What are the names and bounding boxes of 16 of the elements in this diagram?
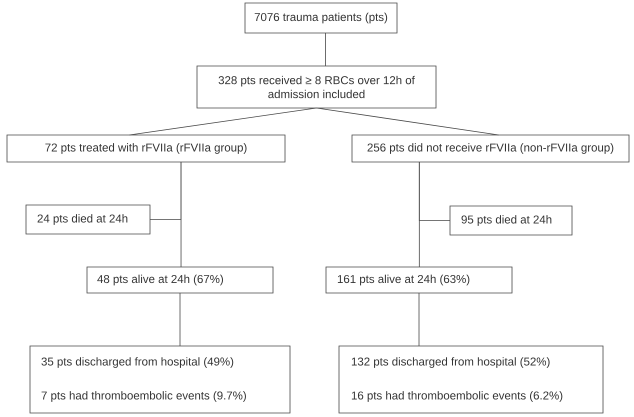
- connector-line: [418, 162, 420, 268]
- outcome-box: 132 pts discharged from hospital (52%) 16 pts had thromboembolic events (6.2%): [338, 346, 604, 414]
- process-box: 24 pts died at 24h: [26, 204, 150, 234]
- process-box: 48 pts alive at 24h (67%): [86, 266, 274, 294]
- process-box: 72 pts treated with rFVIIa (rFVIIa group): [6, 134, 286, 162]
- process-box: 328 pts received ≥ 8 RBCs over 12h of admission included: [196, 66, 436, 108]
- connector-line: [325, 32, 326, 66]
- process-box: 7076 trauma patients (pts): [244, 2, 398, 34]
- process-box: 161 pts alive at 24h (63%): [326, 266, 512, 294]
- process-box: 256 pts did not receive rFVIIa (non-rFVIIa group): [352, 134, 630, 162]
- connector-line: [316, 108, 500, 136]
- process-box: 95 pts died at 24h: [450, 206, 572, 236]
- connector-line: [180, 162, 182, 268]
- connector-line: [128, 108, 317, 136]
- connector-line: [418, 292, 420, 346]
- outcome-box: 35 pts discharged from hospital (49%) 7 pts had thromboembolic events (9.7%): [30, 346, 290, 414]
